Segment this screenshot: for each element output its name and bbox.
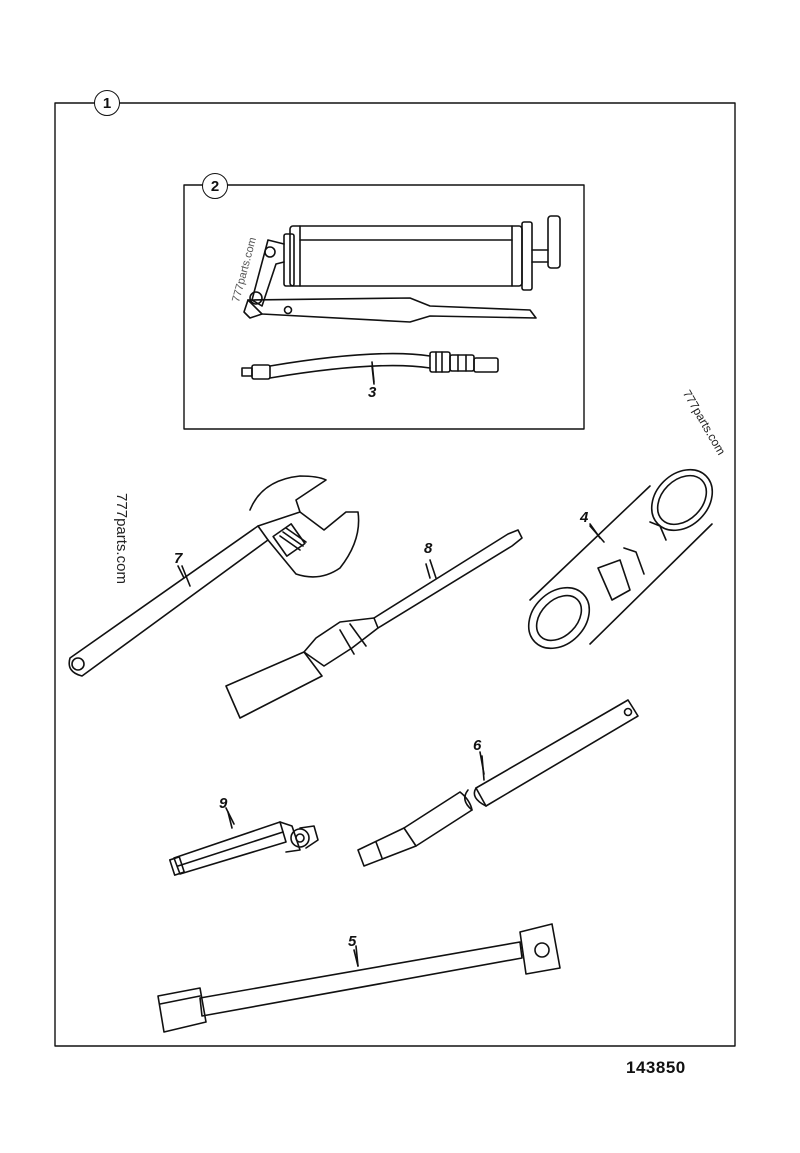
grease-hose-drawing [241,351,499,383]
leader-7 [181,565,191,587]
callout-grease-nipple-tool: 9 [219,795,228,812]
sub-kit-reference-label: 2 [202,173,228,199]
leader-9 [225,807,235,825]
leader-8 [429,559,437,579]
callout-tube-tool: 6 [473,737,482,754]
callout-hose: 3 [368,384,377,401]
watermark-left: 777parts.com [112,493,130,584]
screwdriver-drawing [225,529,523,719]
tube-tool-drawing [357,699,639,867]
callout-screwdriver: 8 [424,540,433,557]
leader-4 [589,525,605,543]
leader-3 [371,365,375,385]
bar-drawing [157,923,561,1033]
leader-5 [355,945,359,967]
grease-gun-set-frame [183,184,585,430]
figure-number: 143850 [626,1058,686,1077]
callout-wrench: 7 [174,550,183,567]
kit-reference-label: 1 [94,90,120,116]
leader-6 [481,755,485,781]
callout-bar: 5 [348,933,357,950]
grease-cartridge-drawing [527,468,714,650]
grease-gun-drawing [243,215,561,323]
callout-grease-cartridge: 4 [580,509,589,526]
outer-kit-frame [54,102,736,1047]
grease-nipple-tool-drawing [168,811,319,876]
adjustable-wrench-drawing [68,475,360,677]
